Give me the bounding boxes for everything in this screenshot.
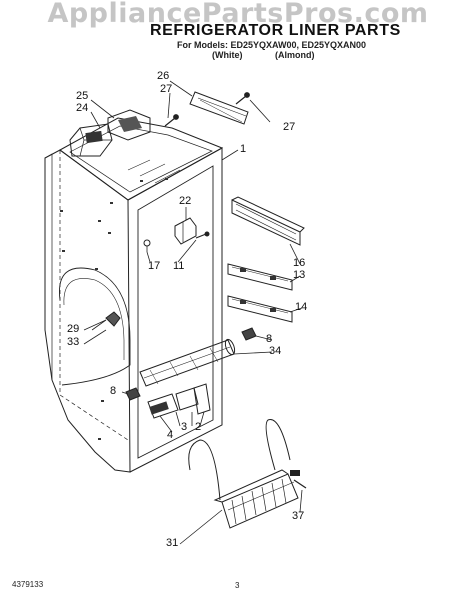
- callout-16: 16: [293, 257, 306, 269]
- callout-8-b: 8: [110, 385, 117, 397]
- callout-29: 29: [67, 323, 80, 335]
- slide-part-14: [227, 295, 293, 323]
- callout-24: 24: [76, 102, 89, 114]
- callout-4: 4: [167, 429, 174, 441]
- callout-13: 13: [293, 269, 306, 281]
- screw-27-right: [235, 92, 250, 105]
- drawer-part-31: [188, 419, 299, 529]
- connector-part-37: [290, 470, 307, 489]
- callout-37: 37: [292, 510, 305, 522]
- callout-3: 3: [181, 421, 188, 433]
- callout-1: 1: [240, 143, 247, 155]
- callout-27-a: 27: [160, 83, 173, 95]
- page-number: 3: [235, 581, 240, 590]
- diagram-title: REFRIGERATOR LINER PARTS: [150, 22, 401, 39]
- liner-shell: [44, 117, 224, 473]
- screw-11: [195, 231, 210, 239]
- top-rail-part-26: [189, 91, 249, 125]
- callout-34: 34: [269, 345, 282, 357]
- callout-11: 11: [173, 260, 185, 272]
- callout-25: 25: [76, 90, 89, 102]
- callout-14: 14: [295, 301, 308, 313]
- callout-31: 31: [166, 537, 179, 549]
- thermostat-housing: [69, 109, 151, 157]
- screw-17: [143, 239, 151, 252]
- clip-part-8-right: [241, 327, 257, 341]
- watermark: AppliancePartsPros.com: [47, 0, 429, 29]
- slide-part-13: [227, 263, 293, 291]
- callout-27-b: 27: [283, 121, 296, 133]
- screw-27-left: [164, 114, 179, 127]
- callout-33: 33: [67, 336, 80, 348]
- rail-part-16: [231, 196, 305, 246]
- bracket-part-22: [174, 217, 197, 245]
- model-numbers: For Models: ED25YQXAW00, ED25YQXAN00: [177, 40, 367, 50]
- variant-almond: (Almond): [275, 50, 315, 60]
- callout-2: 2: [195, 421, 202, 433]
- clip-part-29: [91, 311, 121, 331]
- clip-part-8-left: [125, 387, 141, 401]
- callout-8-a: 8: [266, 333, 273, 345]
- document-id: 4379133: [12, 580, 44, 589]
- bracket-parts-2-3-4: [147, 383, 211, 419]
- callout-26: 26: [157, 70, 170, 82]
- leader-lines: [83, 80, 303, 545]
- callout-17: 17: [148, 260, 161, 272]
- callout-22: 22: [179, 195, 192, 207]
- variant-white: (White): [212, 50, 243, 60]
